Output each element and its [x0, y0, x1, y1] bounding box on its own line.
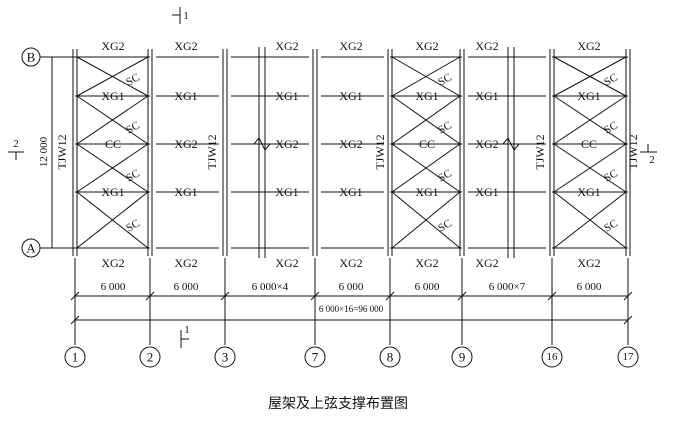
break-zigzag-0	[253, 137, 271, 151]
truss-label-2: TJW12	[373, 134, 387, 169]
top-label-6: XG2	[577, 39, 600, 53]
grid-bubble-1	[139, 346, 161, 368]
grid-bubble-6	[541, 346, 563, 368]
grid-bubble-0	[64, 346, 86, 368]
grid-label-2: 3	[222, 350, 229, 365]
brace-bay4-panel1b	[391, 95, 461, 145]
grid-label-6: 16	[547, 351, 559, 363]
xg1-top-5: XG1	[475, 89, 498, 103]
break-zigzag-1	[502, 137, 520, 151]
section-left-label: 2	[13, 138, 19, 150]
truss-label-0: TJW12	[55, 134, 69, 169]
xg2-mid-5: XG2	[475, 137, 498, 151]
xg1-top-0: XG1	[101, 89, 124, 103]
sc-label-bay4-2: SC	[436, 167, 454, 184]
axis-B-label: B	[27, 50, 36, 65]
xg1-bottom-1: XG1	[174, 185, 197, 199]
sc-label-bay6-1: SC	[602, 119, 620, 136]
top-label-2: XG2	[275, 39, 298, 53]
xg1-bottom-2: XG1	[275, 185, 298, 199]
top-label-3: XG2	[339, 39, 362, 53]
sc-label-bay6-3: SC	[602, 217, 620, 234]
xg2-mid-1: XG2	[174, 137, 197, 151]
bottom-label-1: XG2	[174, 256, 197, 270]
section-bottom-label: 1	[184, 324, 190, 336]
brace-bay6-panel2b	[553, 143, 627, 193]
brace-bay6-panel3b	[553, 191, 627, 249]
brace-bay6-panel0b	[553, 56, 627, 97]
truss-label-3: TJW12	[533, 134, 547, 169]
span-dimension-1: 6 000	[174, 281, 199, 293]
cc-4: CC	[419, 137, 435, 151]
height-dimension-text: 12 000	[38, 136, 50, 167]
cc-0: CC	[105, 137, 121, 151]
sc-label-bay0-2: SC	[124, 167, 142, 184]
xg1-top-1: XG1	[174, 89, 197, 103]
span-dimension-3: 6 000	[339, 281, 364, 293]
grid-label-5: 9	[459, 350, 466, 365]
truss-label-1: TJW12	[205, 134, 219, 169]
brace-bay0-panel2b	[76, 143, 149, 193]
bottom-label-0: XG2	[101, 256, 124, 270]
drawing-caption: 屋架及上弦支撑布置图	[268, 396, 408, 412]
brace-bay0-panel0b	[76, 56, 149, 97]
xg1-bottom-5: XG1	[475, 185, 498, 199]
axis-A-label: A	[26, 241, 36, 256]
xg1-top-4: XG1	[415, 89, 438, 103]
xg1-bottom-3: XG1	[339, 185, 362, 199]
cc-6: CC	[581, 137, 597, 151]
xg2-mid-2: XG2	[275, 137, 298, 151]
span-dimension-6: 6 000	[577, 281, 602, 293]
span-dimension-4: 6 000	[415, 281, 440, 293]
xg1-bottom-0: XG1	[101, 185, 124, 199]
sc-label-bay0-1: SC	[124, 119, 142, 136]
span-dimension-2: 6 000×4	[252, 281, 289, 293]
top-label-0: XG2	[101, 39, 124, 53]
bottom-label-6: XG2	[577, 256, 600, 270]
xg1-top-3: XG1	[339, 89, 362, 103]
brace-bay0-panel1b	[76, 95, 149, 145]
span-dimension-5: 6 000×7	[489, 281, 526, 293]
section-top-label: 1	[183, 10, 189, 22]
xg1-top-6: XG1	[577, 89, 600, 103]
sc-label-bay4-1: SC	[436, 119, 454, 136]
grid-bubble-7	[617, 346, 639, 368]
bottom-label-5: XG2	[475, 256, 498, 270]
section-right-label: 2	[649, 154, 655, 166]
top-label-5: XG2	[475, 39, 498, 53]
grid-label-4: 8	[387, 350, 394, 365]
xg1-bottom-6: XG1	[577, 185, 600, 199]
brace-bay4-panel3b	[391, 191, 461, 249]
grid-label-1: 2	[147, 350, 154, 365]
grid-label-3: 7	[312, 350, 319, 365]
xg1-bottom-4: XG1	[415, 185, 438, 199]
sc-label-bay6-2: SC	[602, 167, 620, 184]
brace-bay0-panel3b	[76, 191, 149, 249]
brace-bay4-panel2b	[391, 143, 461, 193]
total-length-dimension: 6 000×16=96 000	[319, 304, 384, 314]
sc-label-bay0-3: SC	[124, 217, 142, 234]
grid-label-0: 1	[72, 350, 79, 365]
brace-bay4-panel0b	[391, 56, 461, 97]
sc-label-bay0-0: SC	[124, 71, 142, 88]
top-label-1: XG2	[174, 39, 197, 53]
bottom-label-3: XG2	[339, 256, 362, 270]
xg2-mid-3: XG2	[339, 137, 362, 151]
sc-label-bay4-0: SC	[436, 71, 454, 88]
grid-bubble-3	[304, 346, 326, 368]
grid-bubble-2	[214, 346, 236, 368]
sc-label-bay6-0: SC	[602, 71, 620, 88]
brace-bay6-panel1b	[553, 95, 627, 145]
xg1-top-2: XG1	[275, 89, 298, 103]
truss-label-4: TJW12	[626, 134, 640, 169]
bottom-label-4: XG2	[415, 256, 438, 270]
top-label-4: XG2	[415, 39, 438, 53]
bottom-label-2: XG2	[275, 256, 298, 270]
span-dimension-0: 6 000	[101, 281, 126, 293]
grid-bubble-5	[451, 346, 473, 368]
sc-label-bay4-3: SC	[436, 217, 454, 234]
grid-bubble-4	[379, 346, 401, 368]
grid-label-7: 17	[623, 351, 635, 363]
